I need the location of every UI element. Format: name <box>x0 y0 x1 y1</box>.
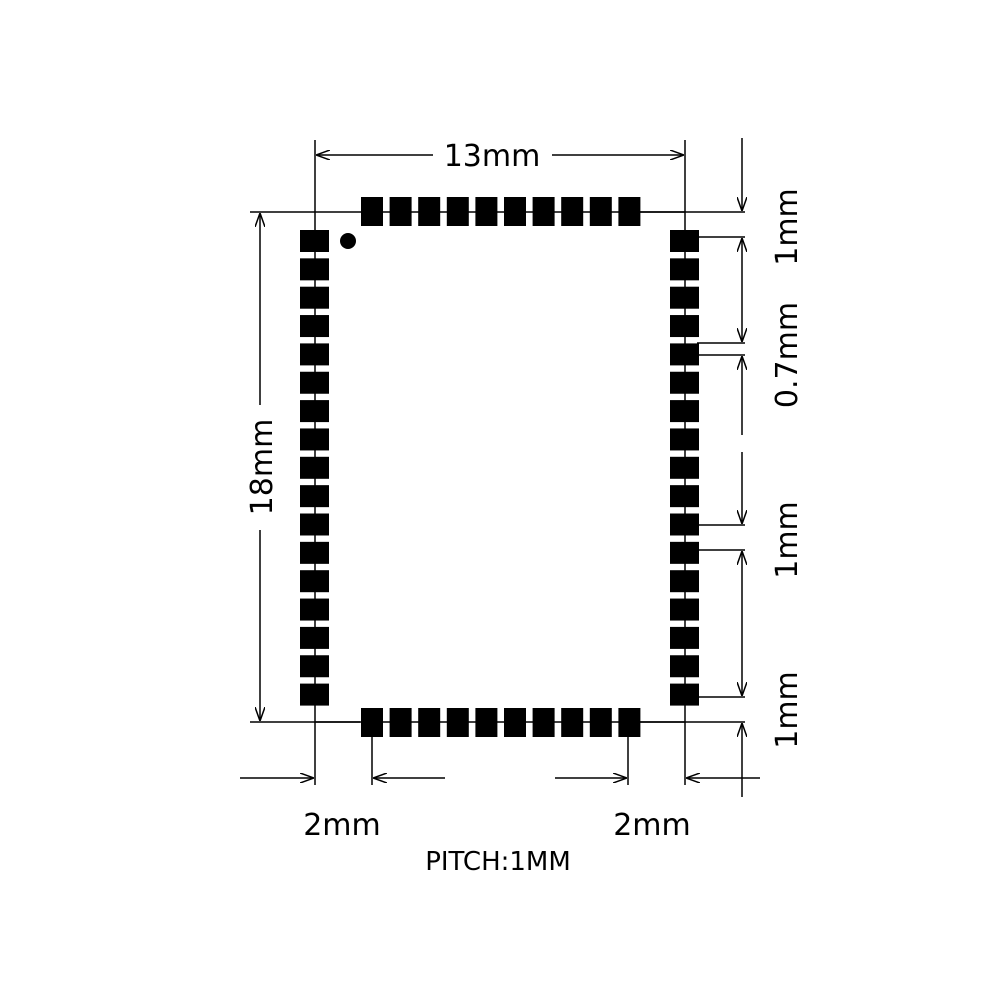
right-label-bottom-offset: 1mm <box>770 671 805 749</box>
pad-bottom <box>589 708 612 737</box>
left-margin-label: 2mm <box>303 808 381 843</box>
pad-left <box>300 371 329 394</box>
pad-top <box>475 197 498 226</box>
pad-top <box>589 197 612 226</box>
pad-left <box>300 400 329 423</box>
pad-bottom <box>361 708 383 737</box>
pad-left <box>300 230 329 252</box>
pad-right <box>670 683 699 706</box>
pad-left <box>300 570 329 593</box>
pad-right <box>670 485 699 508</box>
height-dimension <box>250 211 360 723</box>
right-margin-label: 2mm <box>613 808 691 843</box>
pad-left <box>300 343 329 366</box>
width-label: 13mm <box>444 139 541 174</box>
pad-right <box>670 513 699 536</box>
pad-left <box>300 598 329 621</box>
pad-right <box>670 286 699 309</box>
pad-right <box>670 626 699 649</box>
pad-top <box>618 197 641 226</box>
pad-bottom <box>618 708 641 737</box>
pad-left <box>300 315 329 338</box>
bottom-dimensions <box>240 722 760 785</box>
pad-bottom <box>418 708 441 737</box>
pad-left <box>300 626 329 649</box>
pad-bottom <box>561 708 584 737</box>
pad-right <box>670 570 699 593</box>
pad-bottom <box>446 708 469 737</box>
right-label-top-offset: 1mm <box>770 188 805 266</box>
pad-left <box>300 683 329 706</box>
right-extension-lines <box>640 211 745 785</box>
pad-top <box>561 197 584 226</box>
pads-left-column <box>300 230 329 706</box>
pad-left <box>300 456 329 479</box>
pad-left <box>300 655 329 678</box>
pad-left <box>300 485 329 508</box>
pad-bottom <box>475 708 498 737</box>
pad-top <box>361 197 383 226</box>
pad-right <box>670 598 699 621</box>
pad-right <box>670 456 699 479</box>
pin1-marker <box>340 233 356 249</box>
pad-right <box>670 230 699 252</box>
right-label-pad-span: 1mm <box>770 501 805 579</box>
module-outline <box>314 211 686 723</box>
right-label-pad-gap: 0.7mm <box>770 302 805 408</box>
pad-right <box>670 371 699 394</box>
pad-bottom <box>504 708 526 737</box>
pad-bottom <box>532 708 555 737</box>
pad-top <box>389 197 412 226</box>
pad-right <box>670 428 699 451</box>
pad-right <box>670 315 699 338</box>
pads-top-row <box>361 197 641 226</box>
pitch-label: PITCH:1MM <box>425 847 571 877</box>
pads-right-column <box>670 230 699 706</box>
height-label: 18mm <box>245 419 280 516</box>
pad-top <box>418 197 441 226</box>
pad-left <box>300 541 329 564</box>
pad-right <box>670 655 699 678</box>
pad-left <box>300 258 329 281</box>
pad-left <box>300 513 329 536</box>
pad-left <box>300 286 329 309</box>
pad-right <box>670 400 699 423</box>
pad-right <box>670 258 699 281</box>
pad-top <box>532 197 555 226</box>
pad-top <box>446 197 469 226</box>
pads-bottom-row <box>361 708 641 737</box>
pad-top <box>504 197 526 226</box>
width-dimension <box>314 140 686 212</box>
pad-right <box>670 541 699 564</box>
pad-right <box>670 343 699 366</box>
pad-bottom <box>389 708 412 737</box>
pad-left <box>300 428 329 451</box>
